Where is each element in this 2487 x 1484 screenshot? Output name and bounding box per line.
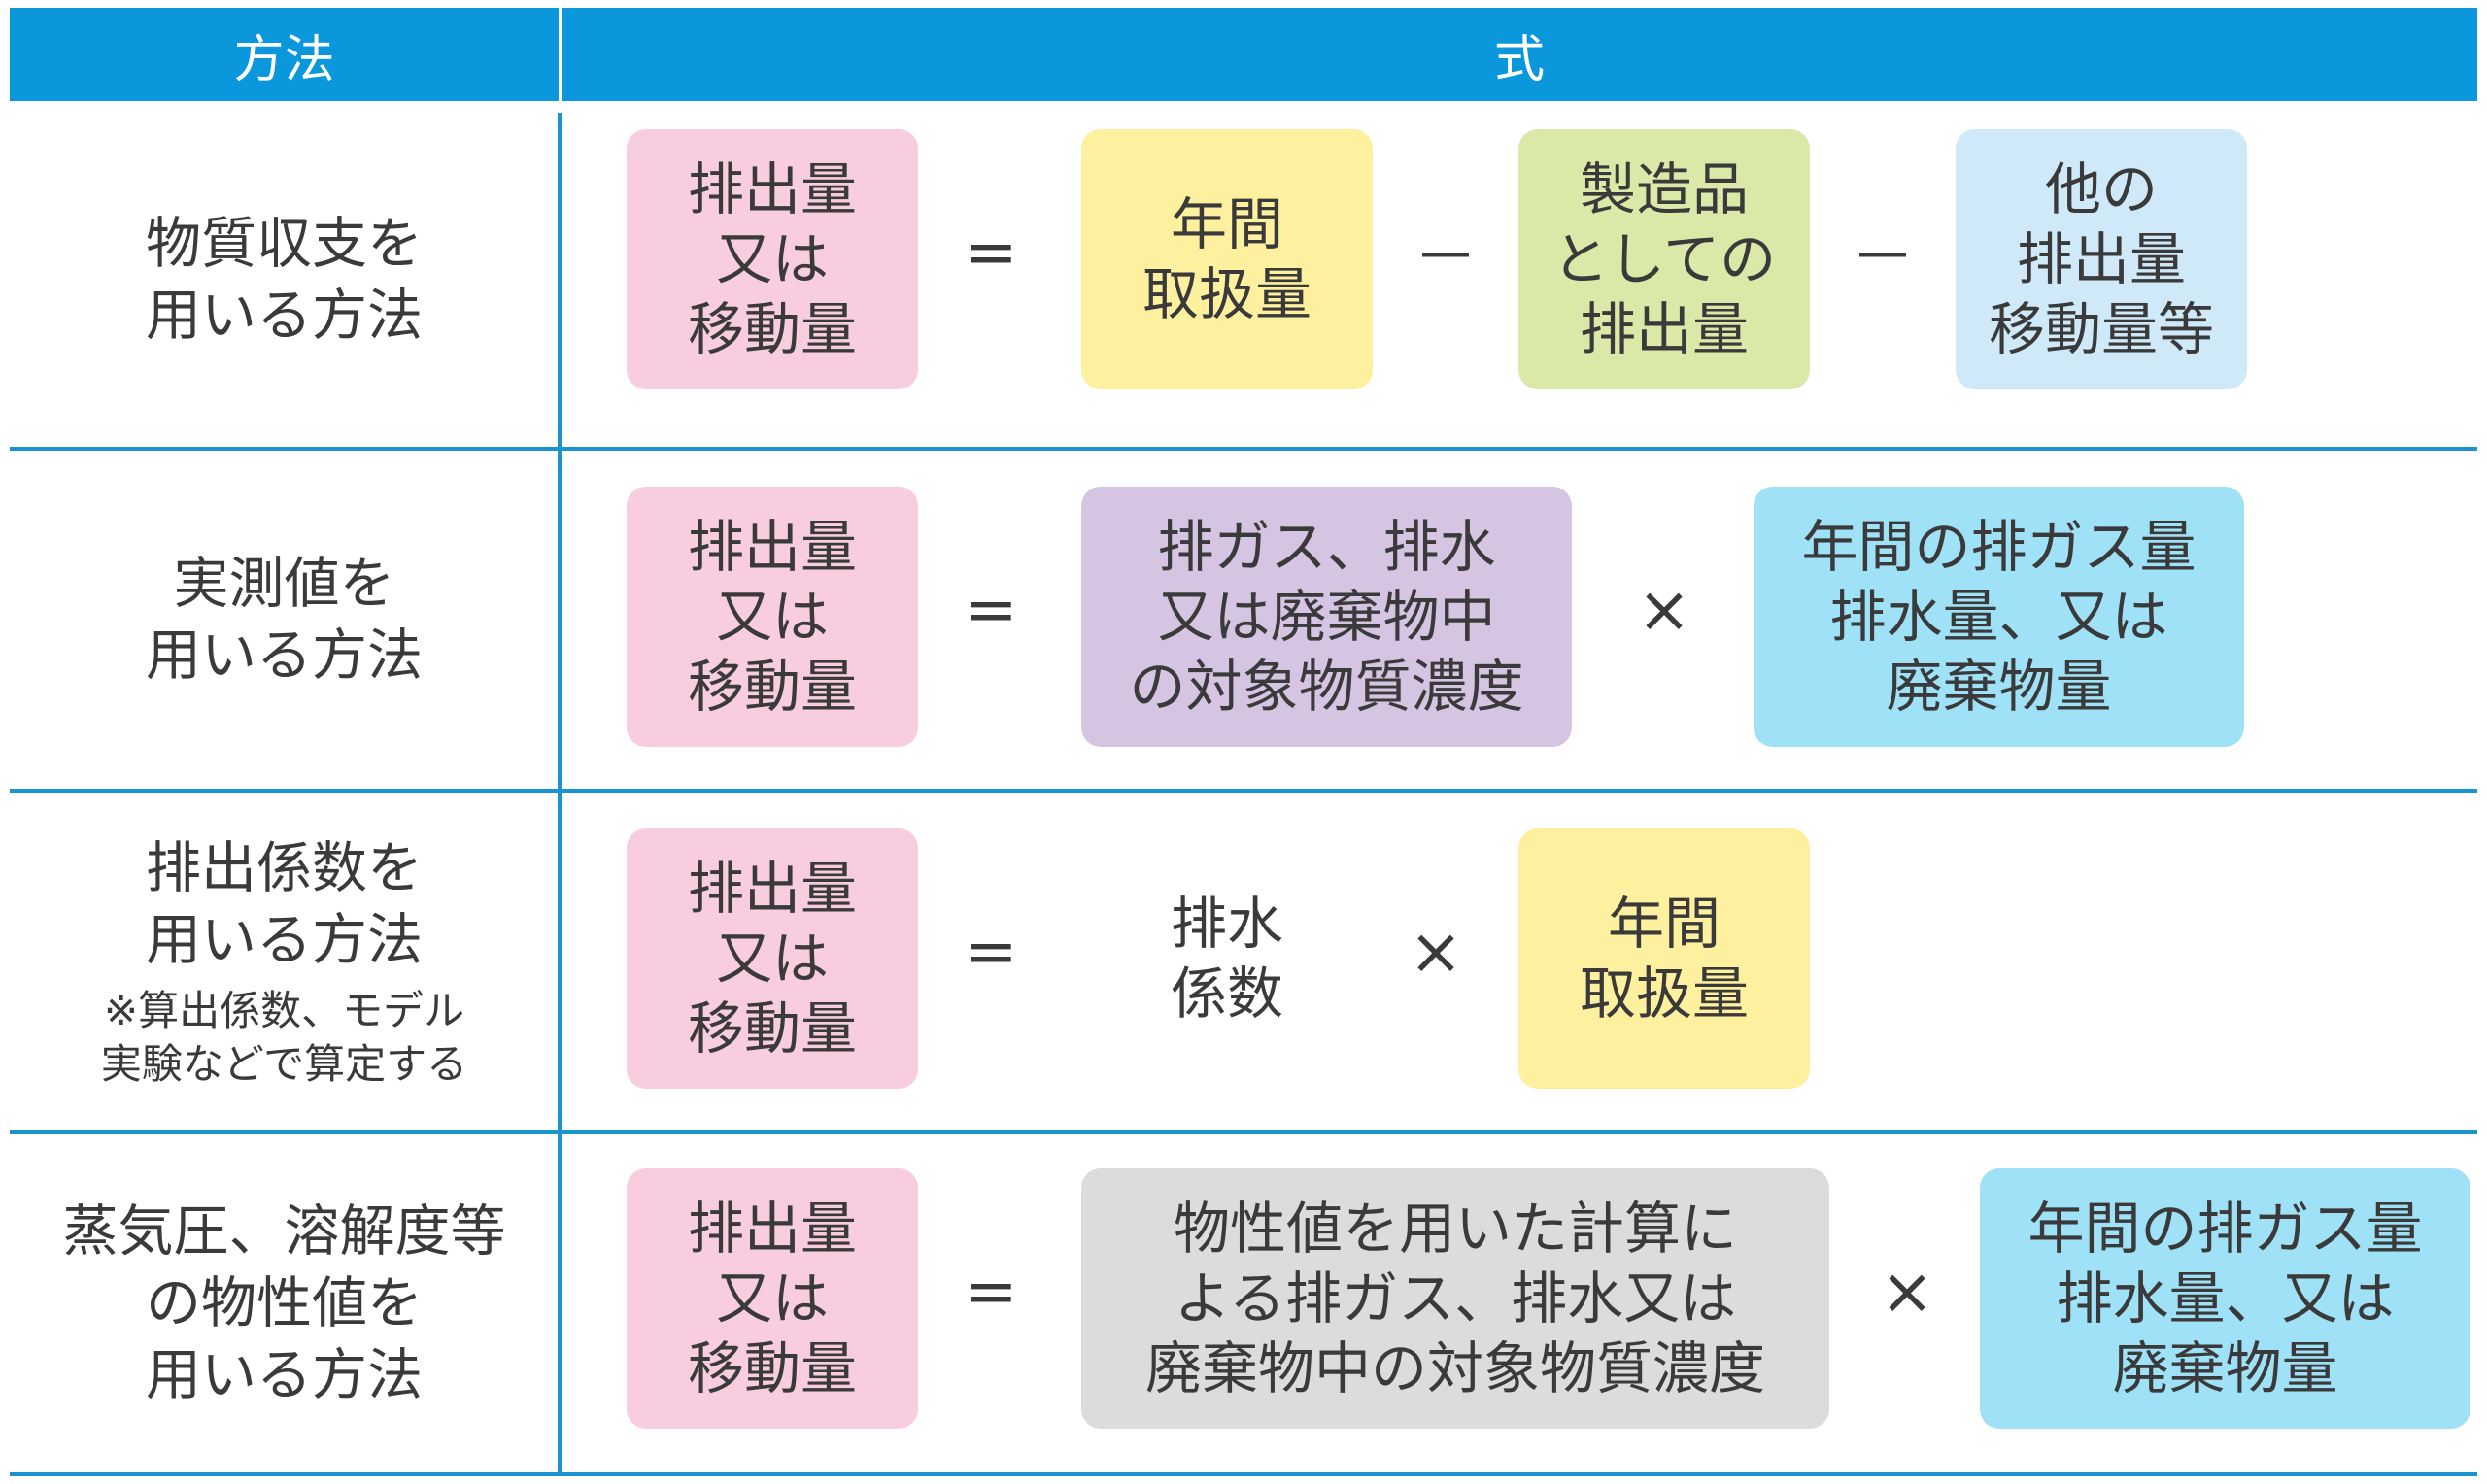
box-line: 他の <box>2044 156 2158 222</box>
equals-sign: = <box>964 214 1018 289</box>
box-line: 移動量 <box>687 1335 857 1401</box>
term-discharge-factor: 排水 係数 <box>1081 828 1373 1089</box>
box-line: 廃棄物中の対象物質濃度 <box>1144 1335 1765 1401</box>
method-label-line: 蒸気圧、溶解度等 <box>62 1199 506 1264</box>
box-line: 排出量 <box>1579 296 1749 362</box>
term-box-calculated-concentration: 物性値を用いた計算に よる排ガス、排水又は 廃棄物中の対象物質濃度 <box>1081 1168 1829 1429</box>
multiply-sign: × <box>1880 1253 1934 1329</box>
box-line: 又は <box>715 226 829 292</box>
minus-sign: － <box>1851 219 1915 294</box>
method-mass-balance: 物質収支を 用いる方法 <box>10 113 559 447</box>
box-line: 排出量 <box>687 156 857 222</box>
method-physical-property: 蒸気圧、溶解度等 の物性値を 用いる方法 <box>10 1134 559 1472</box>
method-measured-value: 実測値を 用いる方法 <box>10 451 559 789</box>
box-line: 移動量 <box>687 654 857 720</box>
equals-sign: = <box>964 913 1018 989</box>
method-label-line: 用いる方法 <box>146 908 423 972</box>
result-box: 排出量 又は 移動量 <box>627 1168 918 1429</box>
equals-sign: = <box>964 571 1018 647</box>
header-method: 方法 <box>10 8 559 101</box>
method-note-line: ※算出係数、モデル <box>103 987 465 1034</box>
term-box-annual-volume: 年間の排ガス量 排水量、又は 廃棄物量 <box>1980 1168 2470 1429</box>
method-label-line: 排出係数を <box>146 836 423 900</box>
row-divider <box>10 1472 2477 1476</box>
multiply-sign: × <box>1409 913 1463 989</box>
term-box-product-emission: 製造品 としての 排出量 <box>1518 129 1810 389</box>
box-line: 年間 <box>1170 191 1283 257</box>
box-line: としての <box>1551 226 1777 292</box>
result-box: 排出量 又は 移動量 <box>627 129 918 389</box>
box-line: 年間の排ガス量 <box>1801 514 2197 580</box>
term-box-annual-volume: 年間の排ガス量 排水量、又は 廃棄物量 <box>1754 487 2244 747</box>
box-line: 製造品 <box>1579 156 1749 222</box>
term-box-concentration: 排ガス、排水 又は廃棄物中 の対象物質濃度 <box>1081 487 1572 747</box>
result-box: 排出量 又は 移動量 <box>627 828 918 1089</box>
box-line: 排水量、又は <box>2056 1265 2395 1332</box>
method-label-line: 物質収支を <box>146 212 423 276</box>
box-line: 取扱量 <box>1579 961 1749 1027</box>
box-line: 移動量等 <box>1988 296 2214 362</box>
box-line: 排出量 <box>687 1196 857 1262</box>
equals-sign: = <box>964 1253 1018 1329</box>
box-line: 排出量 <box>2016 226 2186 292</box>
column-divider <box>558 113 562 1476</box>
box-line: 廃棄物量 <box>1886 654 2112 720</box>
method-label-line: 用いる方法 <box>146 624 423 688</box>
box-line: 排ガス、排水 <box>1157 514 1496 580</box>
box-line: 又は <box>715 584 829 650</box>
box-line: 物性値を用いた計算に <box>1173 1196 1737 1262</box>
box-line: 又は <box>715 926 829 992</box>
row-divider <box>10 1130 2477 1134</box>
method-emission-factor: 排出係数を 用いる方法 ※算出係数、モデル 実験などで算定する <box>10 793 559 1130</box>
method-label-line: 用いる方法 <box>146 284 423 348</box>
method-note-line: 実験などで算定する <box>100 1040 468 1088</box>
term-box-annual-handling: 年間 取扱量 <box>1081 129 1373 389</box>
box-line: 係数 <box>1170 961 1283 1027</box>
box-line: 排水 <box>1170 891 1283 957</box>
method-label-line: 用いる方法 <box>146 1343 423 1407</box>
box-line: の対象物質濃度 <box>1129 654 1524 720</box>
box-line: 年間 <box>1607 891 1720 957</box>
row-divider <box>10 447 2477 451</box>
box-line: 排出量 <box>687 856 857 922</box>
method-label-line: 実測値を <box>173 552 395 616</box>
box-line: 排出量 <box>687 514 857 580</box>
result-box: 排出量 又は 移動量 <box>627 487 918 747</box>
box-line: 移動量 <box>687 995 857 1062</box>
box-line: よる排ガス、排水又は <box>1174 1265 1737 1332</box>
box-line: 移動量 <box>687 296 857 362</box>
term-box-other-emission: 他の 排出量 移動量等 <box>1956 129 2247 389</box>
header-formula: 式 <box>562 8 2477 101</box>
method-label-line: の物性値を <box>146 1271 423 1335</box>
box-line: 取扱量 <box>1141 261 1312 327</box>
multiply-sign: × <box>1637 571 1691 647</box>
box-line: 年間の排ガス量 <box>2027 1196 2423 1262</box>
box-line: 又は廃棄物中 <box>1157 584 1496 650</box>
box-line: 又は <box>715 1265 829 1332</box>
box-line: 廃棄物量 <box>2112 1335 2338 1401</box>
box-line: 排水量、又は <box>1829 584 2168 650</box>
term-box-annual-handling: 年間 取扱量 <box>1518 828 1810 1089</box>
row-divider <box>10 789 2477 793</box>
minus-sign: － <box>1414 219 1478 294</box>
